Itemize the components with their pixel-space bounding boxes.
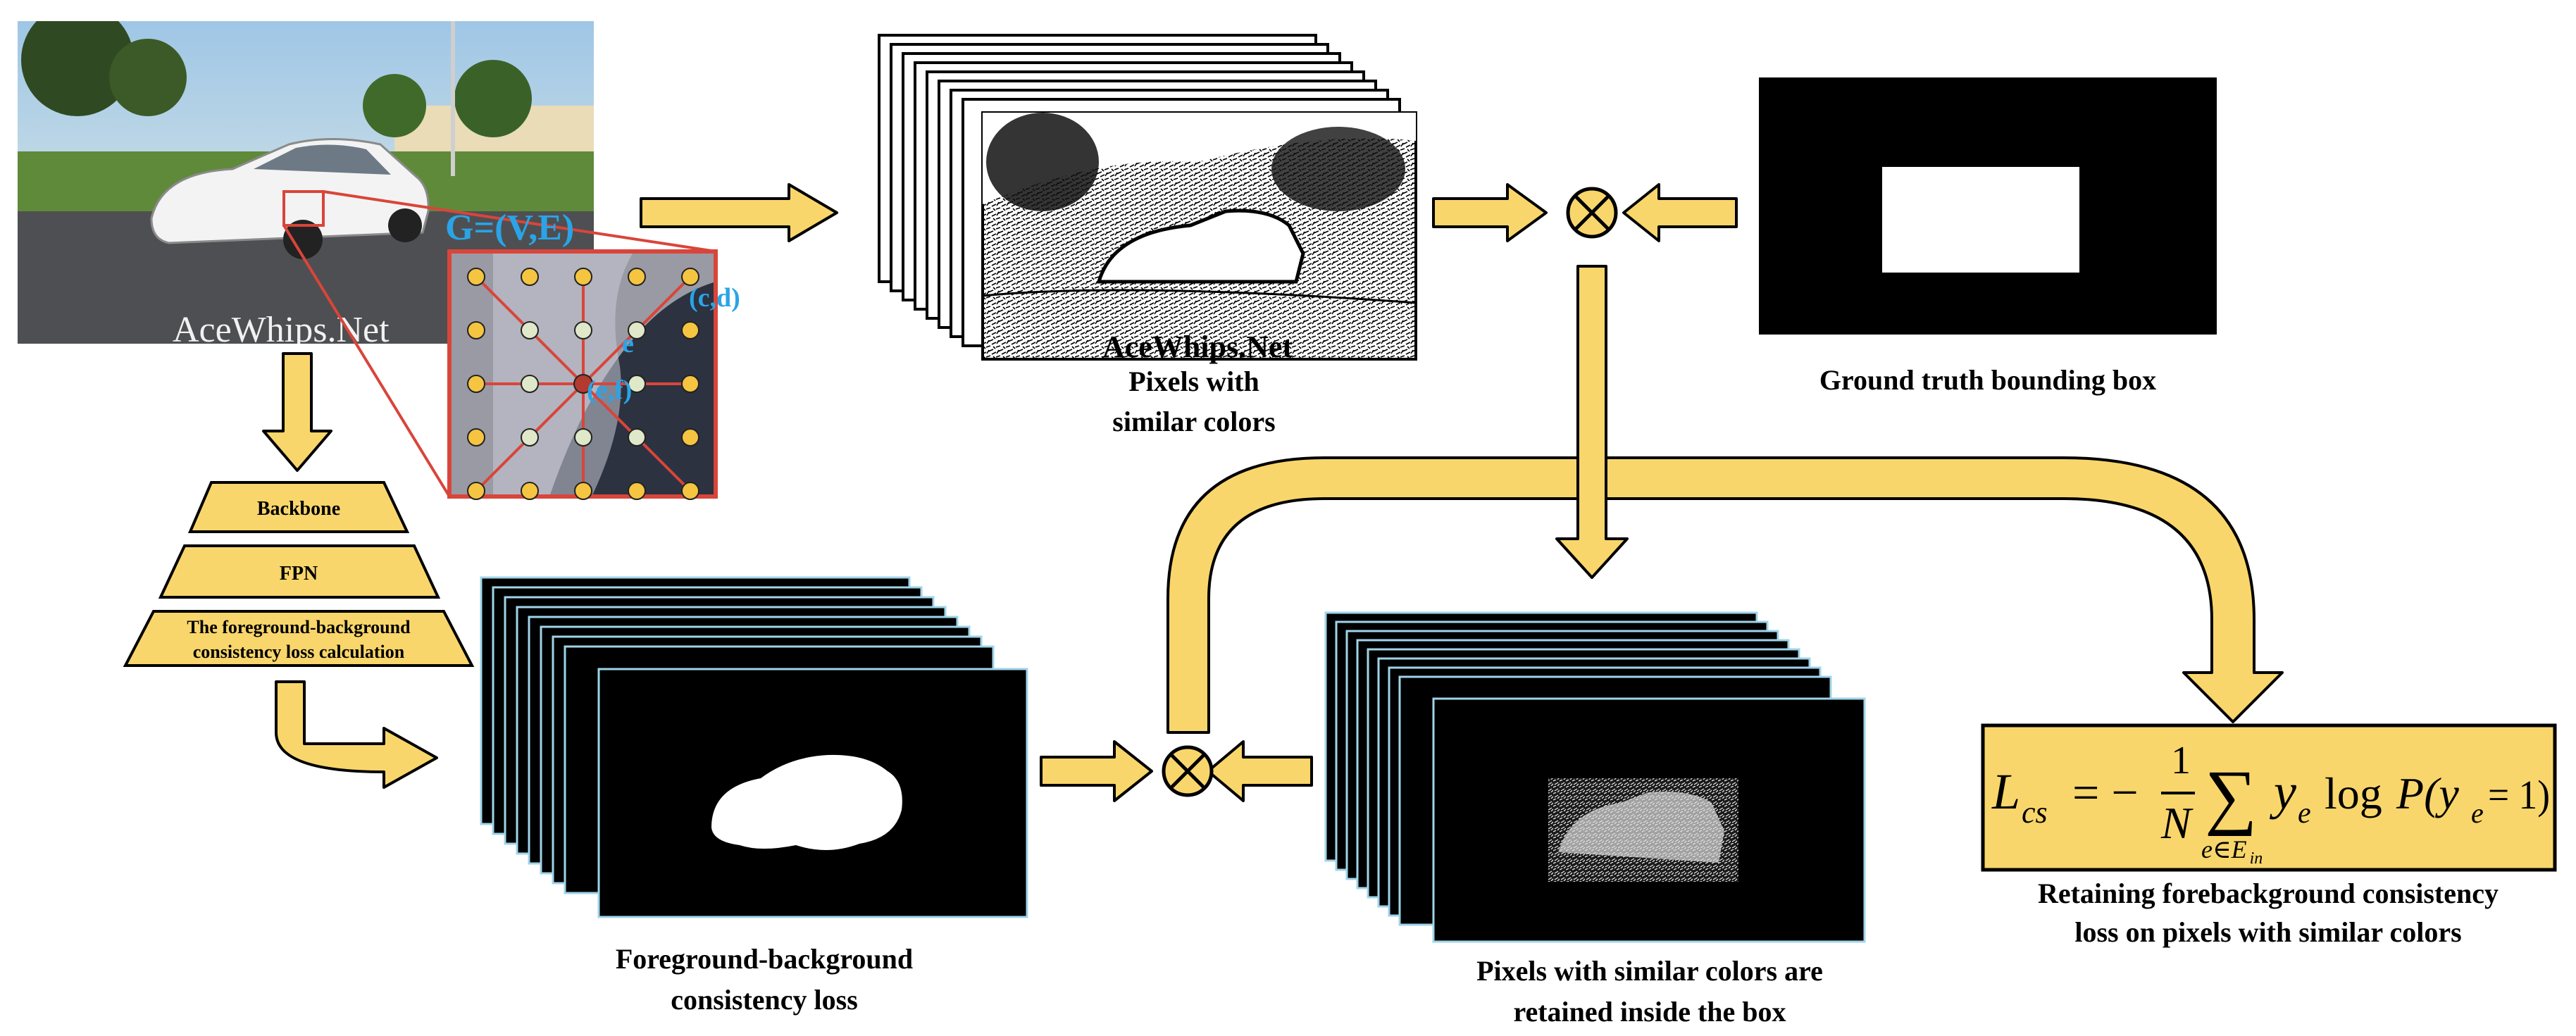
svg-text:P(y e: P(y e xyxy=(2396,768,2484,829)
fg-bg-caption-1: Foreground-background xyxy=(616,943,913,975)
graph-node xyxy=(521,428,539,447)
backbone-label: Backbone xyxy=(257,498,340,520)
formula-frac-num: 1 xyxy=(2171,739,2191,782)
car-foreground-mask xyxy=(711,754,902,851)
loss-calculation-block xyxy=(123,610,475,667)
formula-log: log xyxy=(2325,768,2382,818)
graph-zoom-inset xyxy=(447,249,718,500)
fg-bg-caption-2: consistency loss xyxy=(671,984,858,1016)
graph-node xyxy=(628,375,646,393)
graph-node xyxy=(628,482,646,500)
formula-p-sub: e xyxy=(2471,797,2484,829)
graph-label: G=(V,E) xyxy=(445,208,574,248)
graph-node xyxy=(467,428,485,447)
multiply-operator-top xyxy=(1566,187,1618,239)
input-photo: AceWhips.Net xyxy=(18,21,594,344)
fpn-block xyxy=(158,544,441,599)
ground-truth-inner-box xyxy=(1882,167,2079,273)
formula-caption-1: Retaining forebackground consistency xyxy=(2038,878,2499,909)
graph-node xyxy=(467,482,485,500)
formula-caption-2: loss on pixels with similar colors xyxy=(2074,916,2461,948)
similar-colors-stack: AceWhips.Net xyxy=(878,34,1417,364)
similar-colors-watermark: AceWhips.Net xyxy=(1102,330,1293,364)
formula-body-sub: e xyxy=(2298,797,2311,830)
fpn-label: FPN xyxy=(280,563,318,585)
graph-node xyxy=(521,321,539,339)
graph-node xyxy=(574,428,592,447)
photo-crop-box xyxy=(282,190,325,227)
retained-stack xyxy=(1324,611,1866,943)
formula-sum-sub-in: in xyxy=(2250,849,2263,868)
similar-colors-front-map xyxy=(981,111,1417,361)
formula-sum: ∑ xyxy=(2205,756,2257,837)
similar-colors-caption-2: similar colors xyxy=(1112,406,1275,437)
arrow-loss-to-fgbg xyxy=(275,680,438,789)
graph-node xyxy=(681,482,699,500)
formula-sum-sub: e∈E xyxy=(2201,835,2247,863)
graph-node xyxy=(574,482,592,500)
formula-p-end: = 1) xyxy=(2488,772,2550,818)
formula-lhs: L xyxy=(1991,763,2020,820)
graph-node xyxy=(521,482,539,500)
graph-nodes xyxy=(467,268,699,500)
ground-truth-caption: Ground truth bounding box xyxy=(1819,364,2156,396)
graph-node xyxy=(574,321,592,339)
arrow-multiply-to-retained xyxy=(1555,265,1629,579)
arrow-gt-to-multiply xyxy=(1622,183,1738,242)
arrow-fgbg-to-multiply xyxy=(1040,740,1153,802)
formula-p: P(y xyxy=(2396,768,2459,818)
similar-colors-caption-1: Pixels with xyxy=(1128,366,1259,397)
loss-calc-label-2: consistency loss calculation xyxy=(193,642,405,662)
ground-truth-mask xyxy=(1759,77,2217,335)
graph-node xyxy=(628,268,646,286)
edge-label: e xyxy=(622,329,634,358)
loss-formula-box: L cs = − 1 N ∑ e∈E in y e log P(y e = 1) xyxy=(1981,723,2557,872)
arrow-similar-to-multiply xyxy=(1432,183,1548,242)
graph-node xyxy=(681,428,699,447)
graph-node xyxy=(681,375,699,393)
arrow-photo-to-similar xyxy=(640,183,838,242)
node-label-ef: (e,f) xyxy=(587,375,632,405)
loss-calc-label-1: The foreground-background xyxy=(187,617,411,637)
formula-lhs-sub: cs xyxy=(2022,795,2048,830)
pipeline-stack: Backbone FPN The foreground-background c… xyxy=(123,481,475,667)
multiply-operator-bottom xyxy=(1162,745,1214,797)
loop-arrow xyxy=(1166,456,2284,734)
graph-node xyxy=(628,321,646,339)
graph-node xyxy=(467,268,485,286)
svg-text:e∈E in: e∈E in xyxy=(2201,835,2263,868)
graph-node xyxy=(467,375,485,393)
graph-node xyxy=(467,321,485,339)
graph-node xyxy=(628,428,646,447)
graph-node xyxy=(681,321,699,339)
arrow-retained-to-multiply xyxy=(1207,740,1313,802)
retained-caption-2: retained inside the box xyxy=(1513,996,1786,1028)
formula-frac-den: N xyxy=(2160,798,2194,848)
graph-node xyxy=(521,375,539,393)
formula-equals: = − xyxy=(2072,766,2139,819)
graph-center-node xyxy=(573,374,593,394)
fg-bg-stack xyxy=(480,576,1028,918)
graph-node xyxy=(681,268,699,286)
graph-node xyxy=(574,268,592,286)
graph-node xyxy=(521,268,539,286)
backbone-block xyxy=(187,481,410,533)
formula-body: y xyxy=(2269,763,2296,820)
svg-text:L cs: L cs xyxy=(1991,763,2048,830)
arrow-photo-to-backbone xyxy=(262,352,332,472)
retained-caption-1: Pixels with similar colors are xyxy=(1476,955,1823,987)
node-label-cd: (c,d) xyxy=(689,283,740,313)
svg-text:y e: y e xyxy=(2269,763,2311,830)
